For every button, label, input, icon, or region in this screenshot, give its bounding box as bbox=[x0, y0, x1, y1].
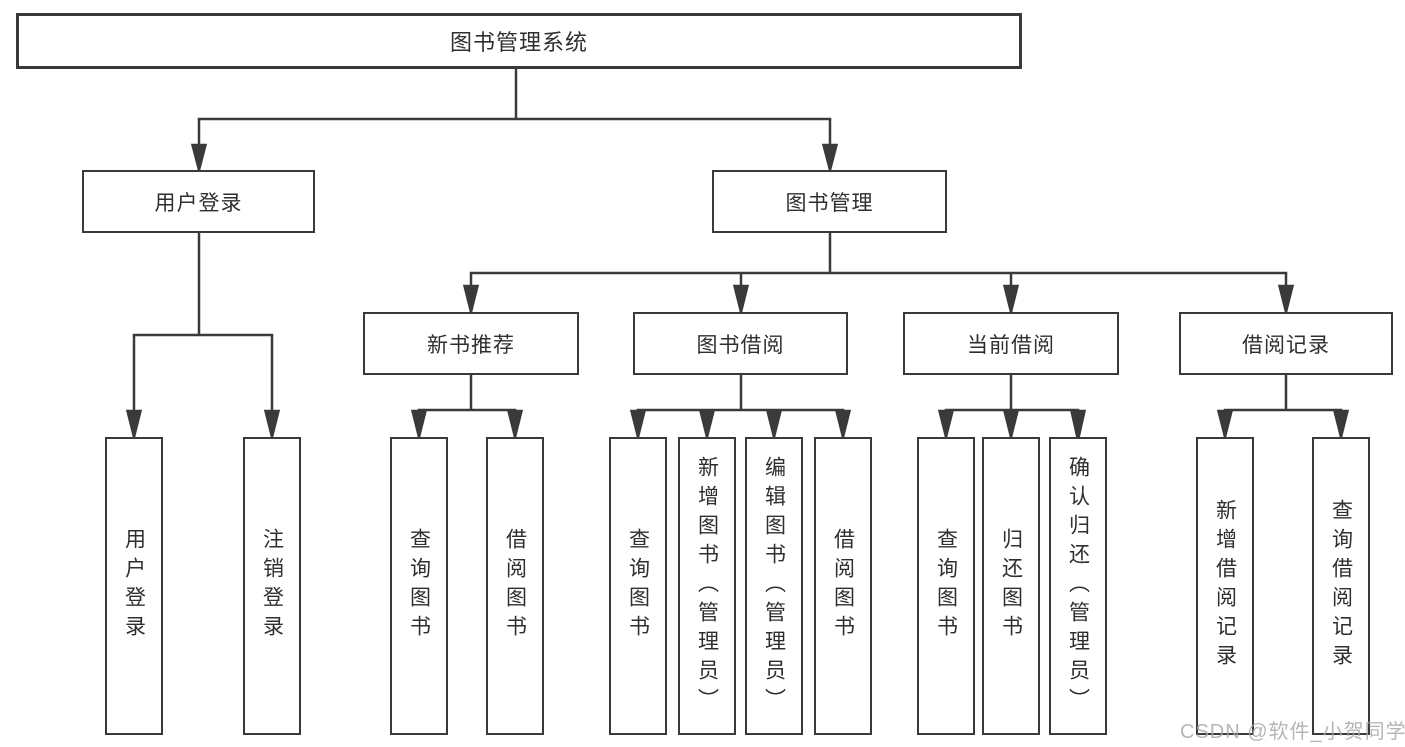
node-book-borrowing: 图书借阅 bbox=[633, 312, 848, 375]
leaf-current-return-books: 归还图书 bbox=[982, 437, 1040, 735]
leaf-borrowing-add-books-admin: 新增图书（管理员） bbox=[678, 437, 736, 735]
leaf-newbook-borrow-books: 借阅图书 bbox=[486, 437, 544, 735]
leaf-newbook-query-books: 查询图书 bbox=[390, 437, 448, 735]
leaf-borrowing-borrow-books: 借阅图书 bbox=[814, 437, 872, 735]
node-library-system: 图书管理系统 bbox=[16, 13, 1022, 69]
leaf-borrowing-edit-books-admin: 编辑图书（管理员） bbox=[745, 437, 803, 735]
node-new-book-recommend: 新书推荐 bbox=[363, 312, 579, 375]
leaf-current-confirm-return-admin: 确认归还（管理员） bbox=[1049, 437, 1107, 735]
node-current-borrowing: 当前借阅 bbox=[903, 312, 1119, 375]
leaf-record-add-borrow-record: 新增借阅记录 bbox=[1196, 437, 1254, 735]
node-user-login: 用户登录 bbox=[82, 170, 315, 233]
csdn-watermark: CSDN @软件_小贺同学 bbox=[1180, 721, 1405, 743]
node-borrowing-records: 借阅记录 bbox=[1179, 312, 1393, 375]
leaf-current-query-books: 查询图书 bbox=[917, 437, 975, 735]
leaf-user-login: 用户登录 bbox=[105, 437, 163, 735]
leaf-borrowing-query-books: 查询图书 bbox=[609, 437, 667, 735]
leaf-logout: 注销登录 bbox=[243, 437, 301, 735]
node-book-management: 图书管理 bbox=[712, 170, 947, 233]
leaf-record-query-borrow-record: 查询借阅记录 bbox=[1312, 437, 1370, 735]
